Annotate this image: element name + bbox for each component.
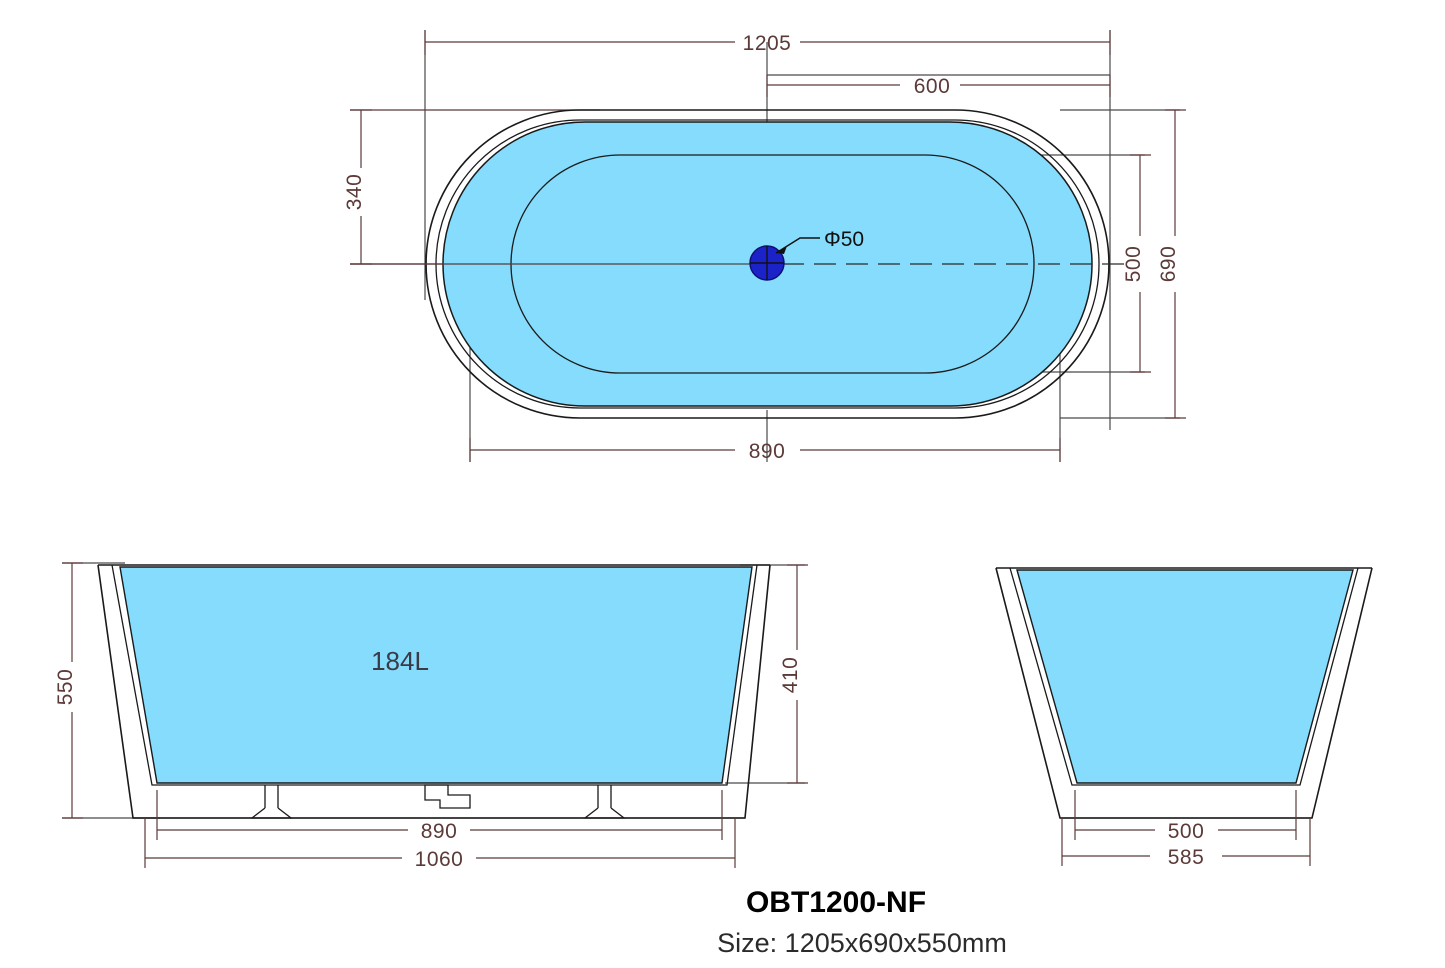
front-leg-right (583, 785, 626, 819)
front-water-fill (119, 566, 753, 784)
drain-leader-arrow (776, 246, 787, 254)
dim-1060-label: 1060 (415, 848, 464, 871)
dim-890-plan-label: 890 (749, 440, 786, 463)
dim-890-front-label: 890 (421, 820, 458, 843)
leg-left-foot (250, 807, 293, 819)
dim-410-label: 410 (779, 657, 802, 694)
dim-585-label: 585 (1168, 846, 1205, 869)
side-inner-wall (1009, 567, 1359, 786)
tub-outer-rim (425, 109, 1110, 419)
front-elevation-group: 550 410 (54, 562, 808, 871)
plan-view-group: 1205 600 340 500 690 (343, 30, 1186, 463)
drain-diameter-label: Φ50 (824, 228, 864, 251)
tub-rim-inner-line (435, 119, 1100, 409)
front-leg-left (250, 785, 293, 819)
side-elevation-group: 500 585 (995, 567, 1373, 869)
title-block: OBT1200-NF Size: 1205x690x550mm (717, 886, 1007, 958)
tub-inner-bowl-outline (510, 154, 1035, 374)
side-water-fill (1016, 569, 1354, 784)
dim-550-label: 550 (54, 669, 77, 706)
dim-340-label: 340 (343, 174, 366, 211)
leg-right-foot (583, 807, 626, 819)
dim-1205-label: 1205 (743, 32, 792, 55)
front-waste-fitting (424, 784, 471, 809)
model-title: OBT1200-NF (746, 886, 926, 919)
volume-label: 184L (371, 646, 429, 676)
dim-690-label: 690 (1157, 246, 1180, 283)
dim-500-side-label: 500 (1168, 820, 1205, 843)
dim-500-label: 500 (1122, 246, 1145, 283)
dim-600-label: 600 (914, 75, 951, 98)
size-subtitle: Size: 1205x690x550mm (717, 928, 1007, 958)
